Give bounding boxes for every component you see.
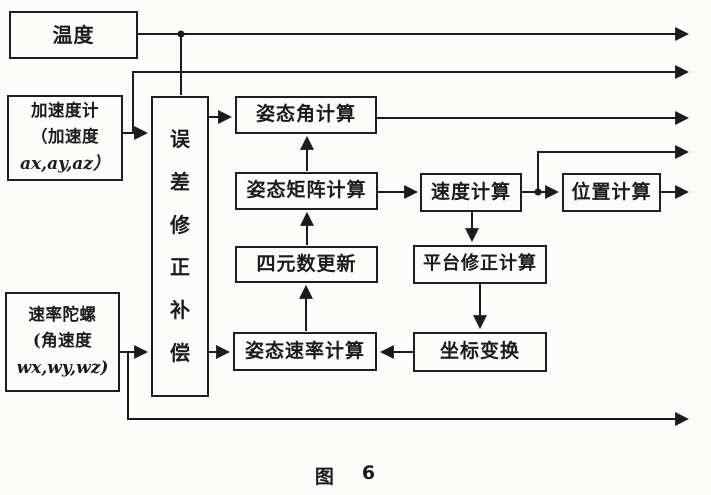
quaternion-update-box: 四元数更新 (235, 246, 378, 283)
arrow-velocity-branch-output (537, 145, 690, 192)
accelerometer-label-line3: ax,ay,az） (20, 153, 110, 174)
quaternion-update-label: 四元数更新 (256, 252, 357, 275)
attitude-rate-box: 姿态速率计算 (233, 332, 377, 371)
accelerometer-box: 加速度计 （加速度 ax,ay,az） (7, 95, 123, 181)
figure-caption-prefix: 图 (314, 466, 334, 488)
arrow-gyro-bypass (127, 352, 690, 426)
attitude-matrix-label: 姿态矩阵计算 (246, 179, 367, 202)
junction-dot-velocity (534, 188, 542, 196)
platform-correction-label: 平台修正计算 (423, 253, 537, 275)
velocity-box: 速度计算 (420, 173, 522, 212)
error-compensation-char: 偿 (170, 341, 190, 366)
rate-gyro-label-line3: wx,wy,wz) (16, 357, 109, 378)
position-box: 位置计算 (562, 173, 661, 212)
attitude-angle-box: 姿态角计算 (235, 96, 377, 134)
temperature-box: 温度 (9, 11, 138, 59)
coordinate-transform-box: 坐标变换 (413, 332, 547, 372)
junction-dot-temperature (177, 30, 185, 38)
error-compensation-char: 误 (170, 126, 190, 151)
error-compensation-box: 误 差 修 正 补 偿 (151, 96, 209, 397)
error-compensation-char: 修 (170, 212, 190, 237)
error-compensation-char: 正 (170, 255, 190, 280)
error-compensation-char: 补 (170, 298, 190, 323)
attitude-rate-label: 姿态速率计算 (244, 339, 365, 362)
rate-gyro-label-line2: (角速度 (32, 331, 93, 351)
position-label: 位置计算 (571, 180, 652, 203)
temperature-label: 温度 (52, 22, 95, 47)
platform-correction-box: 平台修正计算 (413, 245, 547, 284)
velocity-label: 速度计算 (430, 180, 511, 203)
rate-gyro-box: 速率陀螺 (角速度 wx,wy,wz) (5, 292, 120, 392)
arrow-accelerometer-bypass (132, 65, 690, 133)
rate-gyro-label-line1: 速率陀螺 (28, 305, 97, 325)
accelerometer-label-line1: 加速度计 (31, 101, 99, 121)
attitude-angle-label: 姿态角计算 (255, 103, 356, 126)
figure-caption: 图 6 (290, 462, 400, 489)
error-compensation-char: 差 (170, 169, 190, 194)
coordinate-transform-label: 坐标变换 (439, 340, 520, 363)
accelerometer-label-line2: （加速度 (31, 127, 99, 147)
figure-caption-number: 6 (361, 462, 376, 484)
attitude-matrix-box: 姿态矩阵计算 (235, 172, 378, 210)
